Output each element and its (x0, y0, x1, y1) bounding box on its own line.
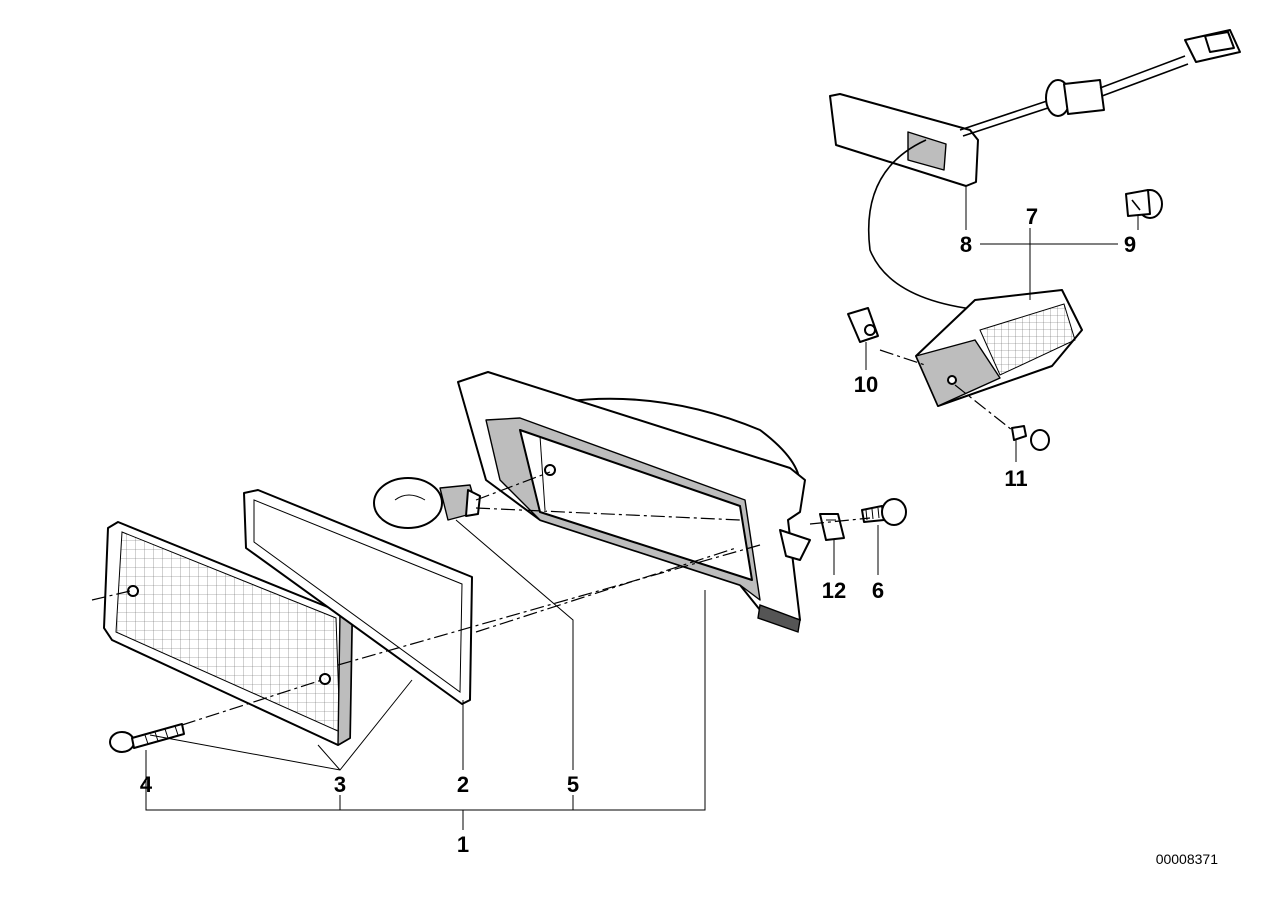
callout-11: 11 (1004, 466, 1027, 491)
screw-part (109, 723, 185, 753)
callout-2: 2 (457, 772, 469, 797)
callout-5: 5 (567, 772, 579, 797)
callout-9: 9 (1124, 232, 1136, 257)
clip-part (819, 513, 845, 541)
callout-12: 12 (822, 578, 846, 603)
assembly-lines (91, 349, 1013, 726)
diagram-reference-number: 00008371 (1156, 851, 1219, 867)
marker-screw-part (1011, 425, 1050, 451)
callout-1: 1 (457, 832, 469, 857)
marker-bulb-part (1125, 189, 1163, 219)
callout-6: 6 (872, 578, 884, 603)
marker-clip-part (847, 307, 879, 343)
side-marker-part (829, 29, 1241, 311)
callout-3: 3 (334, 772, 346, 797)
bulb-part (373, 477, 481, 529)
callout-10: 10 (854, 372, 878, 397)
callout-8: 8 (960, 232, 972, 257)
lens-part (103, 521, 353, 746)
gasket-part (243, 489, 473, 705)
housing-part (457, 371, 811, 633)
callout-7: 7 (1026, 204, 1038, 229)
marker-lamp-part (915, 289, 1083, 407)
leader-lines (145, 186, 1139, 830)
callout-4: 4 (140, 772, 153, 797)
callout-labels: 1 2 3 4 5 6 7 8 9 10 11 12 (140, 204, 1136, 857)
body-screw-part (861, 498, 907, 526)
